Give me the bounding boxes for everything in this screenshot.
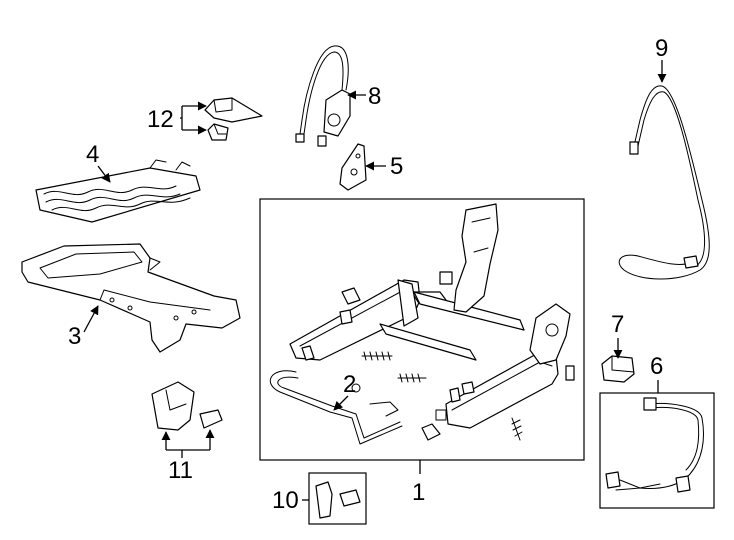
- svg-text:5: 5: [390, 153, 403, 180]
- callout-7: 7: [611, 311, 624, 359]
- part-8-cable: [295, 45, 351, 147]
- part-11-covers: [151, 381, 223, 431]
- part-4-spring-mat: [35, 159, 201, 223]
- svg-text:10: 10: [272, 487, 299, 514]
- callout-4: 4: [86, 141, 111, 183]
- part-12-brackets: [204, 97, 263, 141]
- part-5-plate: [339, 143, 367, 191]
- callout-5: 5: [365, 153, 403, 180]
- callout-12: 12: [147, 106, 206, 135]
- callout-2: 2: [333, 371, 356, 411]
- part-1-seat-track: [269, 203, 575, 445]
- callout-11: 11: [161, 429, 215, 484]
- svg-text:4: 4: [86, 141, 99, 168]
- svg-text:1: 1: [412, 479, 425, 506]
- part-1-assembly-box: [259, 198, 585, 461]
- callout-6: 6: [650, 353, 663, 393]
- part-7-module: [601, 355, 635, 383]
- svg-text:8: 8: [368, 83, 381, 110]
- part-6-harness-box: [599, 392, 715, 509]
- svg-text:11: 11: [168, 457, 193, 484]
- svg-text:3: 3: [68, 323, 81, 350]
- svg-text:7: 7: [611, 311, 624, 338]
- svg-text:12: 12: [147, 106, 174, 133]
- part-10-clips: [315, 481, 361, 519]
- part-3-cushion-frame: [21, 243, 241, 353]
- part-10-box: [308, 472, 367, 525]
- svg-text:9: 9: [655, 35, 668, 62]
- callout-10: 10: [272, 487, 309, 514]
- callout-9: 9: [655, 35, 668, 83]
- callout-8: 8: [347, 83, 381, 110]
- svg-text:6: 6: [650, 353, 663, 380]
- callout-1: 1: [412, 460, 425, 506]
- part-6-harness: [605, 397, 704, 493]
- callout-3: 3: [68, 305, 99, 350]
- part-9-cable: [618, 85, 710, 280]
- svg-text:2: 2: [343, 371, 356, 398]
